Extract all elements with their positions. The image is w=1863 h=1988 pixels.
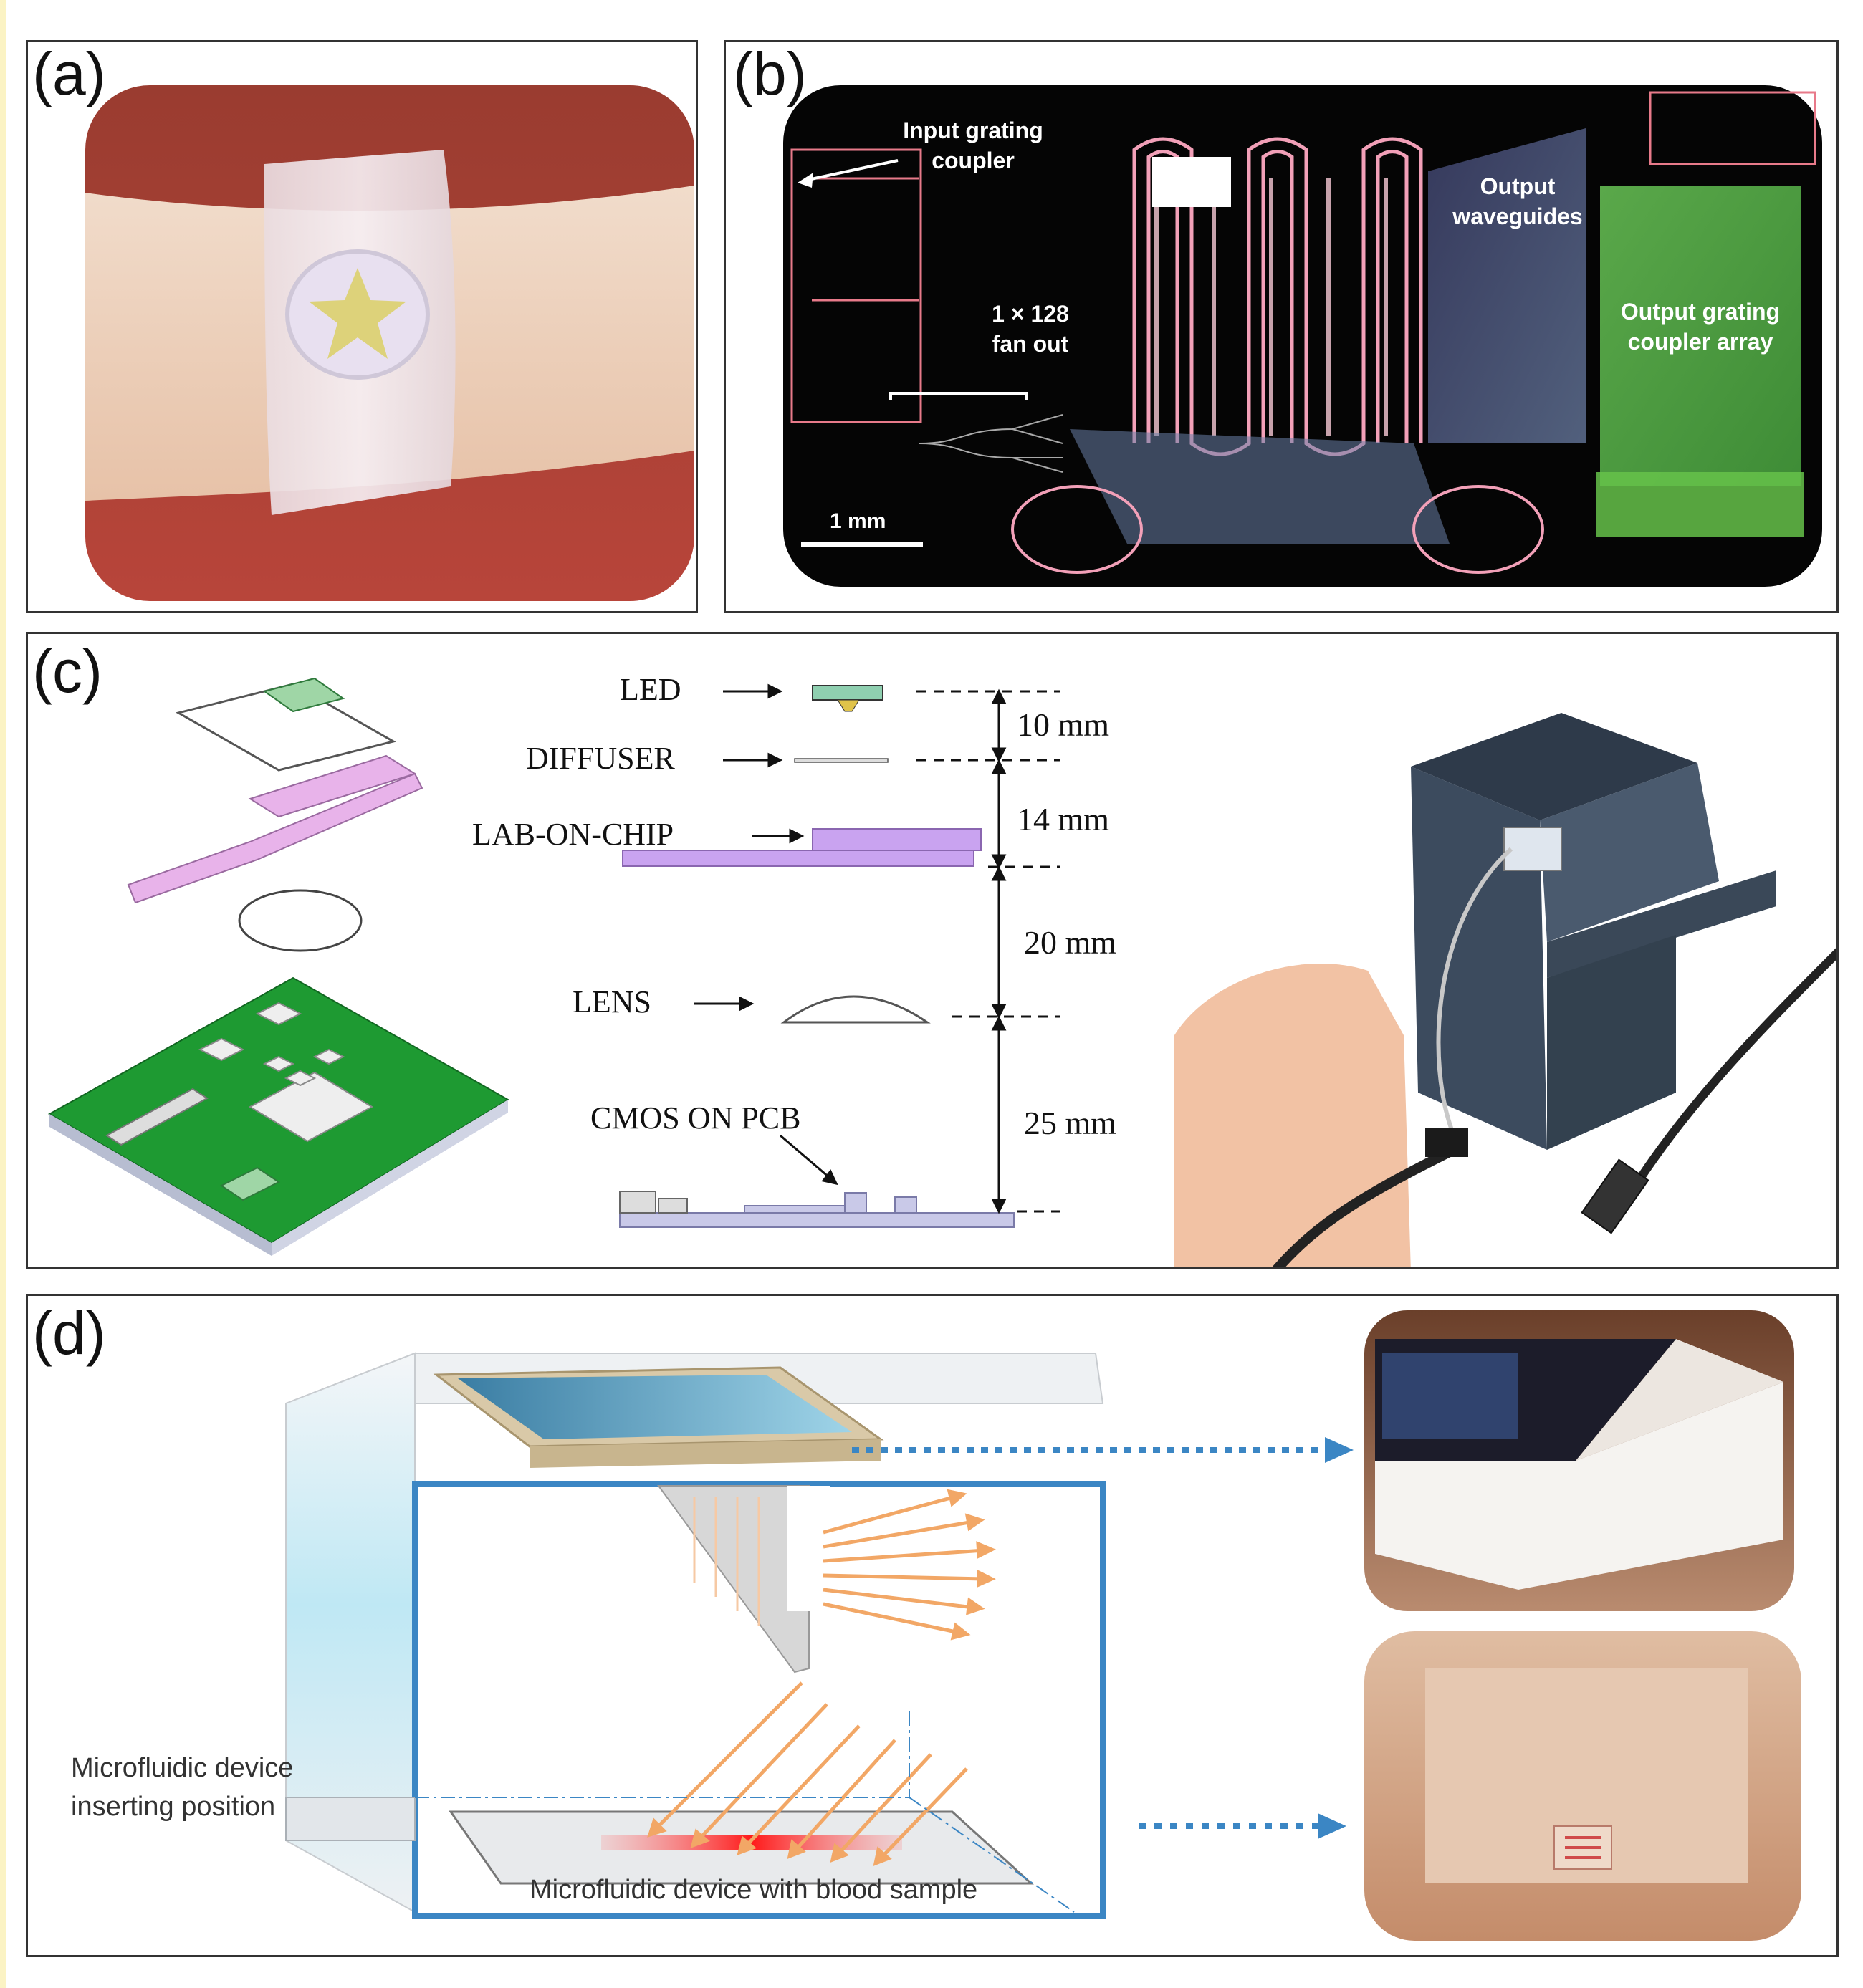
- panel-a-label: (a): [32, 40, 106, 107]
- optical-stack-schematic: [47, 677, 1836, 1267]
- scale-bar-label: 1 mm: [830, 509, 886, 533]
- dimension-20mm: 20 mm: [1024, 924, 1117, 961]
- led-label: LED: [620, 672, 681, 707]
- panel-a: (a): [26, 40, 698, 613]
- dimension-arrows: [991, 688, 1007, 1214]
- output-waveguides-label: Output waveguides: [1452, 173, 1583, 229]
- cmos-pcb-component: [619, 1191, 1015, 1228]
- panel-c-label: (c): [32, 638, 102, 705]
- fan-out-label: 1 × 128 fan out: [992, 301, 1069, 357]
- lens-label: LENS: [573, 984, 651, 1019]
- waveguide-chip-micrograph: [783, 85, 1822, 587]
- dimension-14mm: 14 mm: [1017, 801, 1110, 837]
- panel-d-label: (d): [32, 1300, 106, 1367]
- inserting-position-label: Microfluidic device inserting position: [71, 1753, 294, 1822]
- diffuser-label: DIFFUSER: [526, 741, 675, 776]
- device-caption: Microfluidic device with blood sample: [530, 1875, 978, 1905]
- panel-d: (d) Microfluidic device inserting positi…: [26, 1294, 1839, 1957]
- panel-b: (b) Input grating coupler 1 × 128 fan ou…: [724, 40, 1839, 613]
- incoming-rays: [693, 1497, 760, 1626]
- page-edge-strip: [0, 0, 6, 1988]
- upper-rays: [823, 1489, 996, 1641]
- output-array-label: Output grating coupler array: [1620, 299, 1781, 355]
- lab-on-chip-component: [622, 828, 982, 867]
- box-interior-photo: [1364, 1631, 1801, 1941]
- panel-c: (c) LED DIFFUSER LAB-ON-CHIP LENS CMOS O…: [26, 632, 1839, 1269]
- box-exterior-photo: [1364, 1310, 1794, 1611]
- exploded-view: [47, 677, 509, 1256]
- lower-rays: [647, 1681, 968, 1867]
- blue-arrow-bottom: [1139, 1813, 1346, 1839]
- input-coupler-label: Input grating coupler: [903, 117, 1043, 173]
- panel-b-label: (b): [733, 40, 807, 107]
- wrist-sensor-photo: [85, 85, 694, 601]
- blue-arrow-top: [852, 1437, 1354, 1463]
- led-component: [812, 685, 883, 712]
- dimension-25mm: 25 mm: [1024, 1105, 1117, 1141]
- lab-on-chip-label: LAB-ON-CHIP: [472, 817, 674, 852]
- lens-component: [780, 995, 931, 1024]
- diffuser-component: [794, 758, 889, 763]
- smartphone-imaging-box: [285, 1310, 1801, 1941]
- label-arrows: [694, 683, 838, 1186]
- level-lines: [916, 690, 1060, 1213]
- guide-lines: [415, 1711, 1075, 1913]
- handheld-device-photo: [1174, 713, 1836, 1267]
- dimension-10mm: 10 mm: [1017, 706, 1110, 743]
- cmos-label: CMOS ON PCB: [590, 1100, 801, 1135]
